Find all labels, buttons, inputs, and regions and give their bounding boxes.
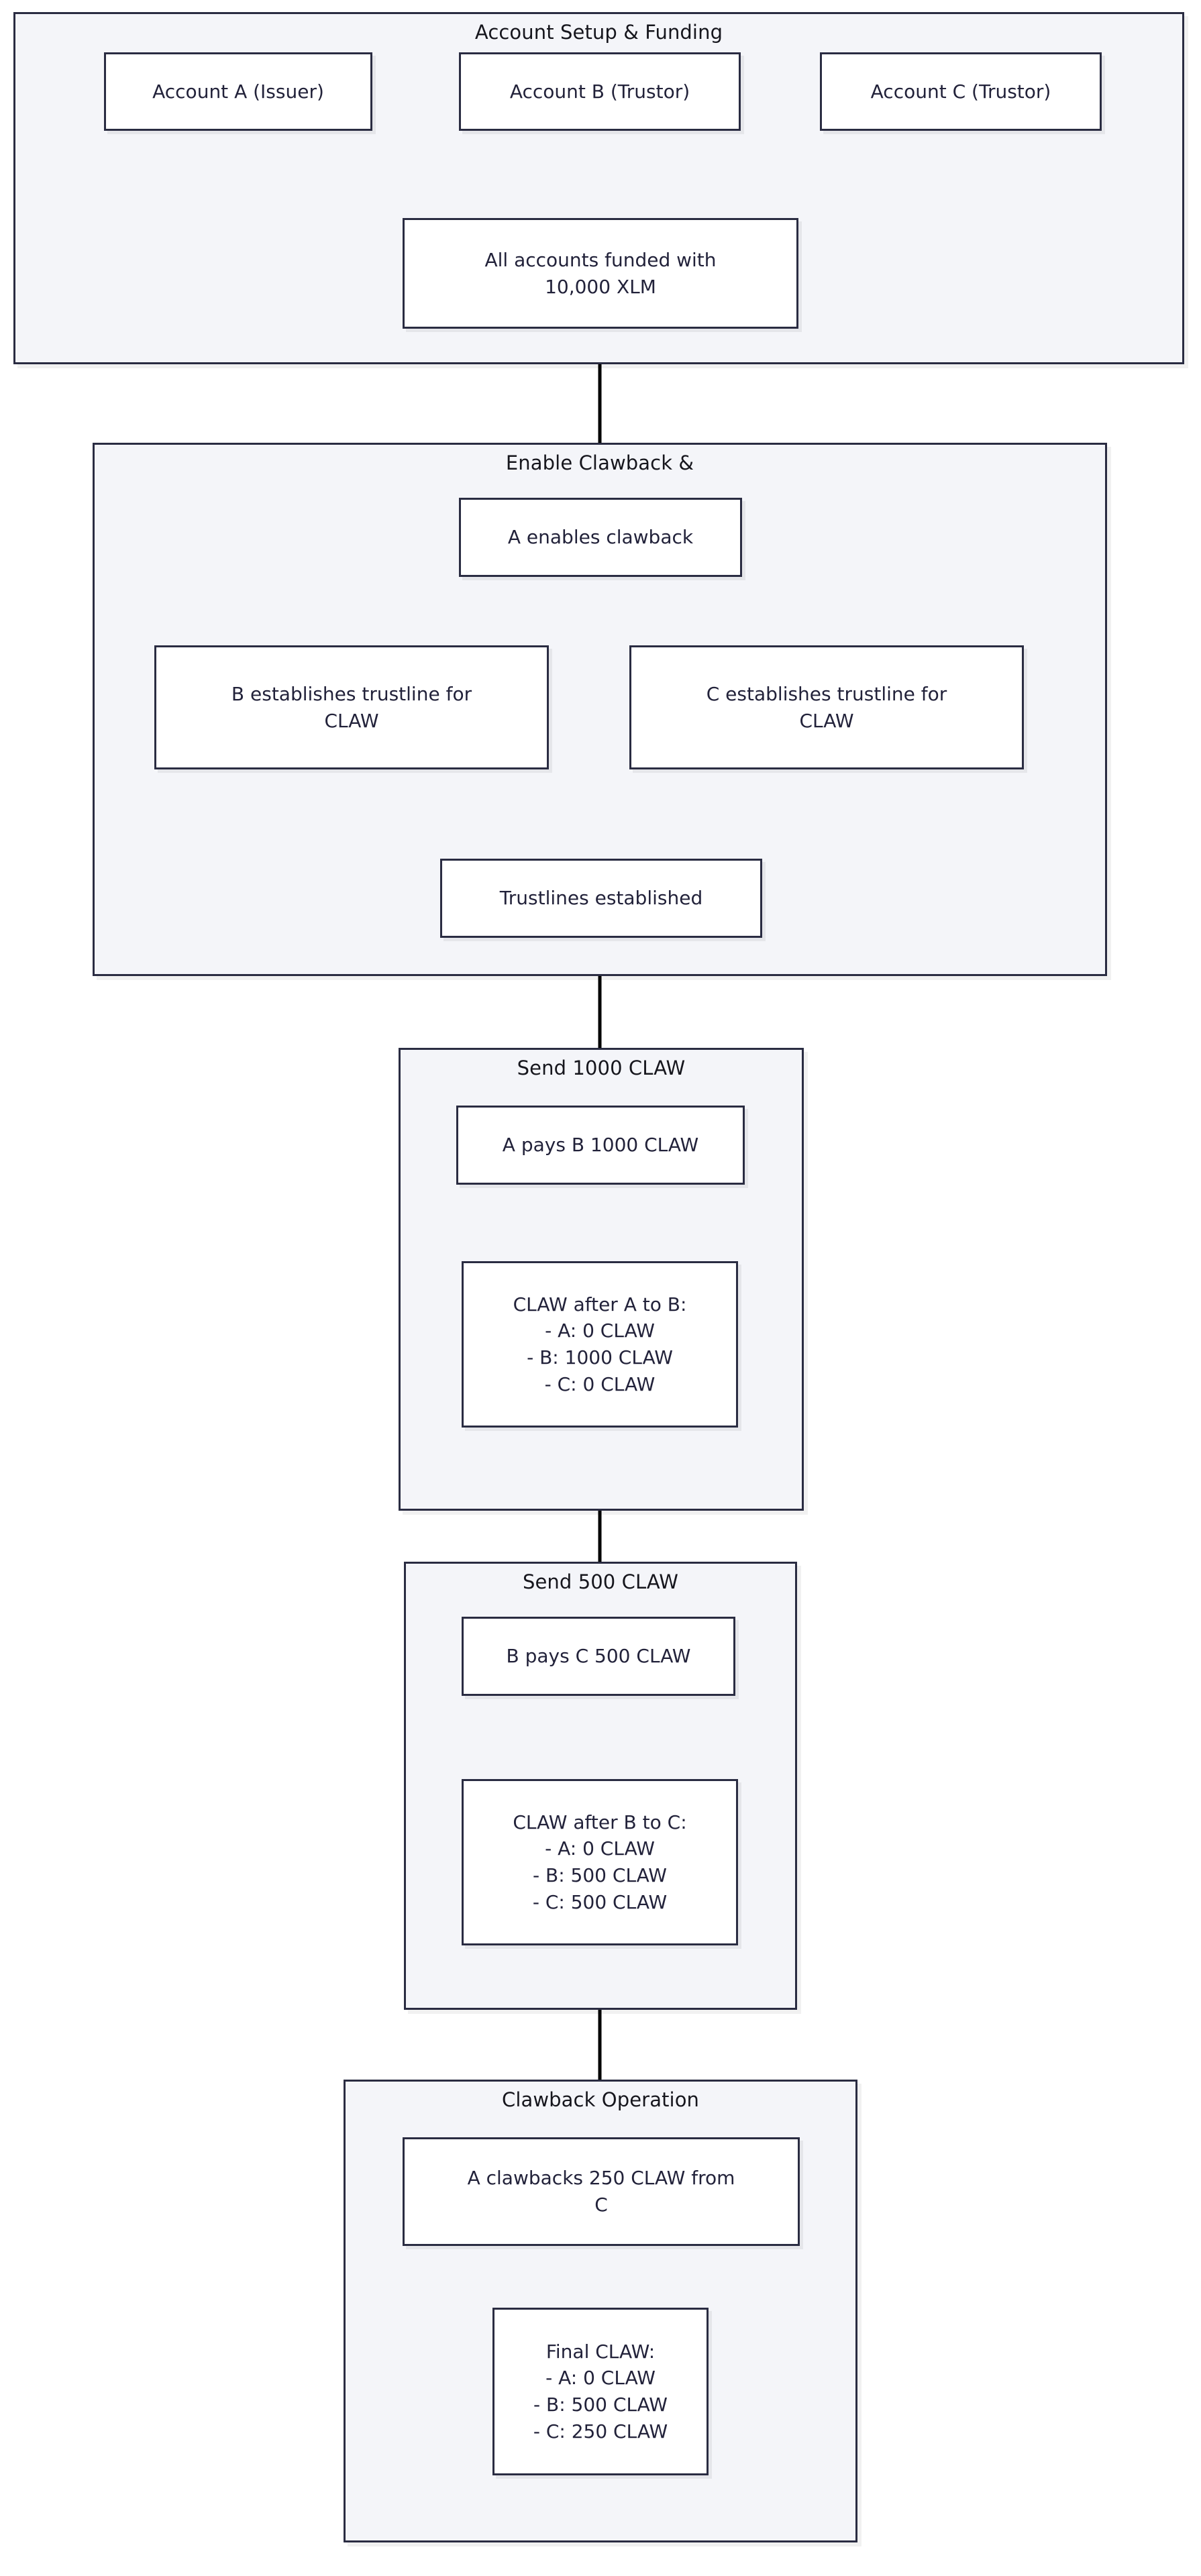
node-all-accounts-funded[interactable]: All accounts funded with 10,000 XLM [403,218,798,329]
node-balance-after-b-to-c[interactable]: CLAW after B to C: - A: 0 CLAW - B: 500 … [462,1779,738,1945]
cluster-title-send-1000-claw: Send 1000 CLAW [517,1057,686,1079]
node-a-pays-b-1000[interactable]: A pays B 1000 CLAW [456,1106,745,1185]
cluster-title-enable-clawback: Enable Clawback & [505,451,694,474]
node-b-establishes-trustline[interactable]: B establishes trustline for CLAW [154,645,549,769]
node-balance-after-a-to-b[interactable]: CLAW after A to B: - A: 0 CLAW - B: 1000… [462,1261,738,1428]
cluster-title-send-500-claw: Send 500 CLAW [522,1570,679,1593]
node-account-b[interactable]: Account B (Trustor) [459,52,741,131]
node-a-clawbacks-250[interactable]: A clawbacks 250 CLAW from C [403,2137,800,2246]
cluster-title-account-setup: Account Setup & Funding [474,21,723,44]
node-trustlines-established[interactable]: Trustlines established [440,859,762,938]
node-final-balances[interactable]: Final CLAW: - A: 0 CLAW - B: 500 CLAW - … [492,2308,709,2475]
node-account-a[interactable]: Account A (Issuer) [104,52,372,131]
node-a-enables-clawback[interactable]: A enables clawback [459,498,742,577]
cluster-title-clawback-operation: Clawback Operation [501,2088,700,2111]
node-b-pays-c-500[interactable]: B pays C 500 CLAW [462,1617,735,1696]
node-account-c[interactable]: Account C (Trustor) [820,52,1102,131]
node-c-establishes-trustline[interactable]: C establishes trustline for CLAW [629,645,1024,769]
